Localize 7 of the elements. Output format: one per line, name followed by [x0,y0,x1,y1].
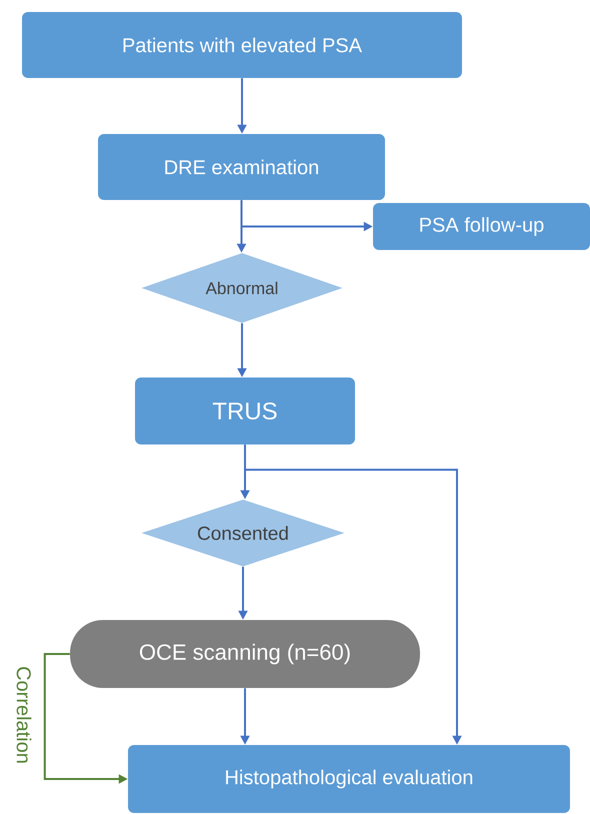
edge-label: Correlation [16,667,32,763]
process-box: DRE examination [98,134,385,200]
process-pill: OCE scanning (n=60) [70,620,420,688]
process-box: TRUS [135,378,355,444]
process-box: Histopathological evaluation [128,745,570,813]
process-box: Patients with elevated PSA [22,12,462,78]
process-box: PSA follow-up [373,203,590,250]
